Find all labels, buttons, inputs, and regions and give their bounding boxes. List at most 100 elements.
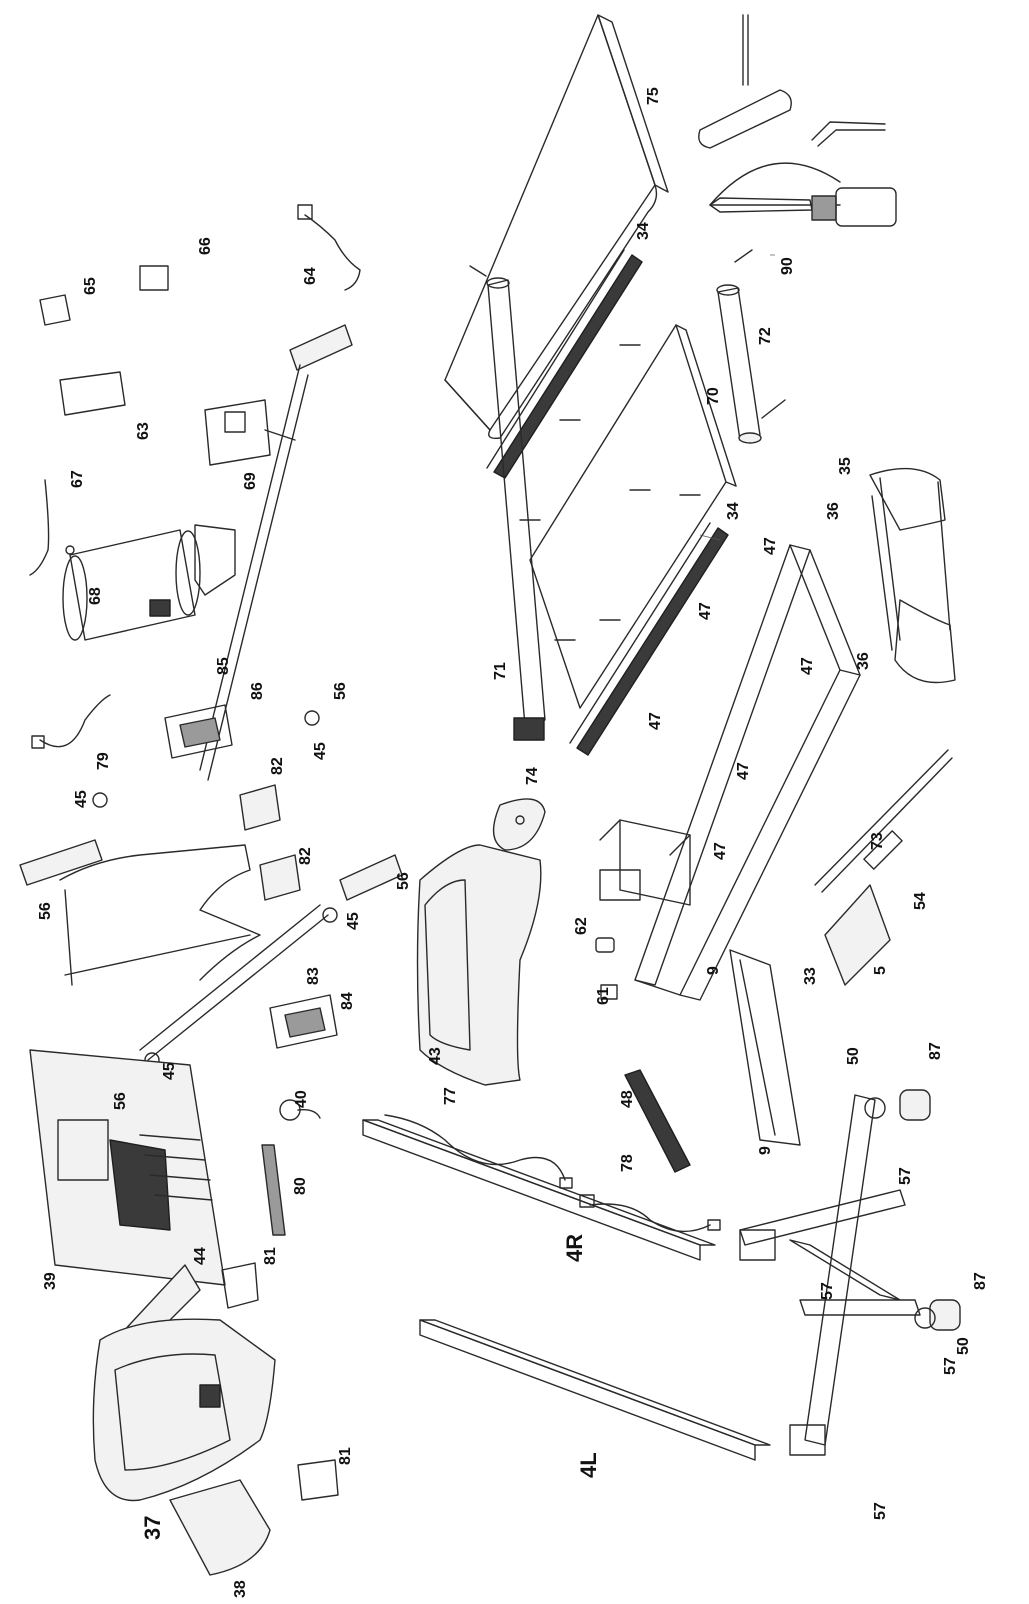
label-36-lower: 36	[855, 652, 872, 670]
upright-left	[419, 1319, 771, 1461]
switch-bracket-lower	[269, 994, 338, 1049]
handlebar-frame	[59, 364, 329, 1061]
deck-board	[519, 324, 737, 709]
part-65	[39, 294, 71, 326]
label-83: 83	[305, 967, 322, 985]
label-57-d: 57	[872, 1502, 889, 1520]
label-57-c: 57	[942, 1357, 959, 1375]
label-82-upper: 82	[269, 757, 286, 775]
rear-wheel-upper	[864, 1089, 931, 1121]
console	[29, 1049, 226, 1286]
cup-holder-upper	[221, 1262, 259, 1309]
motor-wire	[29, 479, 50, 576]
label-57-a: 57	[897, 1167, 914, 1185]
label-50-lower: 50	[955, 1337, 972, 1355]
label-47-a: 47	[762, 537, 779, 555]
label-90: 90	[779, 257, 796, 275]
label-47-d: 47	[647, 712, 664, 730]
incline-arm	[729, 949, 801, 1146]
label-36-upper: 36	[825, 502, 842, 520]
label-57-b: 57	[819, 1282, 836, 1300]
label-50-upper: 50	[845, 1047, 862, 1065]
console-hood	[92, 1318, 276, 1502]
part-66	[139, 265, 169, 291]
part-61	[600, 984, 618, 1000]
label-38: 38	[232, 1580, 249, 1598]
label-5: 5	[872, 966, 889, 975]
label-34-lower: 34	[725, 502, 742, 520]
part-62	[595, 937, 615, 953]
label-71: 71	[492, 662, 509, 680]
part-labels: 75 34 34 90 72 70 35 36 36 47 47 47 47 4…	[37, 87, 989, 1598]
label-39: 39	[42, 1272, 59, 1290]
cable-78	[579, 1194, 721, 1233]
label-47-e: 47	[735, 762, 752, 780]
end-cap-45c	[304, 710, 320, 726]
label-54: 54	[912, 892, 929, 910]
label-75: 75	[645, 87, 662, 105]
pulse-wire	[31, 694, 111, 749]
label-45-d: 45	[161, 1062, 178, 1080]
power-cord	[297, 204, 361, 291]
leader-lines	[699, 254, 775, 541]
label-66: 66	[197, 237, 214, 255]
label-9-upper: 9	[705, 966, 722, 975]
lift-cylinder	[814, 749, 953, 986]
label-48: 48	[619, 1090, 636, 1108]
front-roller	[469, 265, 546, 741]
label-33: 33	[802, 967, 819, 985]
foam-grip	[624, 1069, 691, 1173]
label-4R: 4R	[562, 1234, 587, 1262]
end-cap-45a	[92, 792, 108, 808]
pulse-sensor-lower	[259, 854, 301, 901]
pulse-sensor-upper	[239, 784, 281, 831]
rear-wheel-lower	[914, 1299, 961, 1331]
label-35: 35	[837, 457, 854, 475]
main-frame	[599, 544, 861, 1001]
handle-tube-upper-right	[289, 324, 353, 371]
label-44: 44	[192, 1247, 209, 1265]
label-82-lower: 82	[297, 847, 314, 865]
label-87-upper: 87	[927, 1042, 944, 1060]
side-rail-lower	[569, 522, 729, 756]
label-84: 84	[339, 992, 356, 1010]
label-45-b: 45	[73, 790, 90, 808]
rear-end-cap	[869, 467, 956, 684]
base-cover	[169, 1479, 271, 1576]
end-cap-45d	[322, 907, 338, 923]
label-68: 68	[87, 587, 104, 605]
lubricant-bottle	[709, 162, 897, 227]
cup-holder-lower	[297, 1459, 339, 1501]
handle-tube-upper-left	[19, 839, 103, 886]
label-47-c: 47	[799, 657, 816, 675]
label-56-left-upper: 56	[37, 902, 54, 920]
label-47-f: 47	[712, 842, 729, 860]
label-87-lower: 87	[972, 1272, 989, 1290]
label-45-a: 45	[312, 742, 329, 760]
handle-tube-lower-right	[339, 854, 403, 901]
label-37: 37	[140, 1516, 165, 1540]
label-74: 74	[524, 767, 541, 785]
label-63: 63	[135, 422, 152, 440]
label-64: 64	[302, 267, 319, 285]
label-86: 86	[249, 682, 266, 700]
label-9-lower: 9	[757, 1146, 774, 1155]
switch-bracket-upper	[164, 704, 233, 759]
base-frame	[739, 1094, 921, 1456]
rear-roller	[716, 249, 786, 444]
label-73: 73	[869, 832, 886, 850]
label-40: 40	[293, 1090, 310, 1108]
belt-guard	[492, 798, 546, 851]
t-wrench	[698, 14, 792, 149]
label-85: 85	[215, 657, 232, 675]
label-45-c: 45	[345, 912, 362, 930]
cable-77	[384, 1114, 573, 1189]
label-4L: 4L	[576, 1452, 601, 1478]
label-72: 72	[757, 327, 774, 345]
label-70: 70	[705, 387, 722, 405]
mount-plate	[59, 371, 126, 416]
drive-motor	[62, 524, 236, 641]
motor-hood	[416, 844, 542, 1086]
label-81-upper: 81	[262, 1247, 279, 1265]
label-65: 65	[82, 277, 99, 295]
